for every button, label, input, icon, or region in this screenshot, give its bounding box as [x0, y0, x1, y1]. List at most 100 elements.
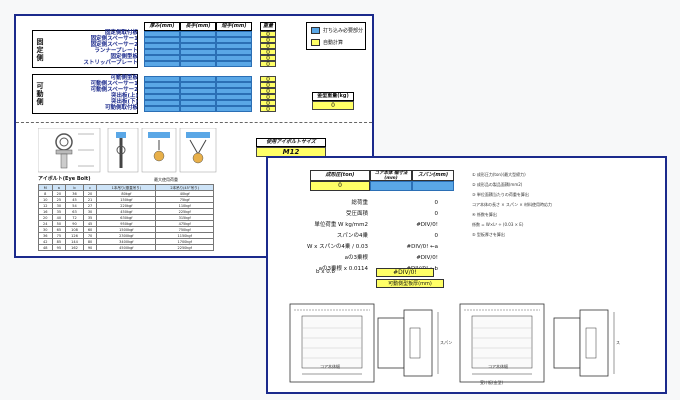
bolt-table-cell: 95	[51, 244, 67, 251]
formula-note: 係数 = W×L⁴ ÷ (0.03 × E)	[472, 222, 524, 227]
header-weight: 重量(kg)	[260, 22, 276, 36]
fixed-input-cell[interactable]	[144, 37, 180, 43]
auto-swatch	[311, 39, 320, 46]
fixed-input-cell[interactable]	[144, 43, 180, 49]
calc-row-label: スパンの4乗	[336, 233, 368, 239]
fixed-input-cell[interactable]	[216, 61, 252, 67]
movable-input-cell[interactable]	[180, 94, 216, 100]
calc-row-label: W x スパンの4乗 / 0.03	[306, 244, 368, 250]
movable-input-cell[interactable]	[144, 94, 180, 100]
fixed-input-cell[interactable]	[144, 49, 180, 55]
calc-row-value: 0	[434, 200, 439, 206]
header-pressure: 成形圧(ton)	[310, 170, 370, 181]
fixed-input-cell[interactable]	[216, 43, 252, 49]
fixed-input-cell[interactable]	[180, 61, 216, 67]
calc-row-value: #DIV/0!	[416, 222, 438, 228]
movable-input-cell[interactable]	[180, 106, 216, 112]
movable-input-cell[interactable]	[144, 100, 180, 106]
fixed-input-cell[interactable]	[216, 55, 252, 61]
movable-weight-cell: 0	[260, 82, 276, 89]
formula-note: ⑤ 型板厚さを算出	[472, 232, 505, 237]
movable-input-cell[interactable]	[144, 76, 180, 82]
calc-row-value: #DIV/0! ←a	[406, 244, 438, 250]
movable-row-label: 可動側スペーサー2	[90, 87, 138, 93]
bolt-table-title: アイボルト(Eye Bolt)	[38, 176, 91, 182]
header-core-width: コア本体 幅寸法(mm)	[370, 170, 412, 181]
calc-row-label: aの3乗根 x 0.0114	[318, 266, 368, 272]
header-thickness: 厚み(mm)	[144, 22, 180, 31]
formula-note: ④ 係数を算出	[472, 212, 497, 217]
movable-input-cell[interactable]	[144, 88, 180, 94]
calc-row-value: 0	[434, 233, 439, 239]
movable-input-cell[interactable]	[216, 76, 252, 82]
fixed-input-cell[interactable]	[144, 31, 180, 37]
bolt-table-cell: 48	[38, 244, 53, 251]
section-divider	[16, 122, 372, 123]
fixed-row-label: 固定側スペーサー2	[90, 42, 138, 48]
movable-input-cell[interactable]	[180, 88, 216, 94]
fixed-input-cell[interactable]	[216, 31, 252, 37]
input-swatch	[311, 27, 320, 34]
calc-row-label: b x 0.8	[316, 269, 335, 275]
fixed-input-cell[interactable]	[180, 49, 216, 55]
result-value-box: #DIV/0!	[376, 268, 434, 277]
movable-input-cell[interactable]	[216, 88, 252, 94]
formula-note: コア本体の長さ × スパン × 材料使用時応力	[472, 202, 552, 207]
legend-input-label: 打ち込み必要部分	[323, 28, 364, 34]
core-width-label-2: コア本体幅	[488, 364, 508, 369]
fixed-row-label: ストリッパープレート	[83, 60, 138, 66]
total-weight-value: 0	[312, 101, 354, 110]
fixed-weight-cell: 0	[260, 55, 276, 62]
fixed-input-cell[interactable]	[180, 37, 216, 43]
movable-weight-cell: 0	[260, 88, 276, 95]
weight-calc-sheet: 厚み(mm) 長手(mm) 短手(mm) 重量(kg) 固定側 固定側取付板0固…	[14, 14, 374, 258]
calc-row-value: #DIV/0!	[416, 255, 438, 261]
fixed-input-cell[interactable]	[180, 31, 216, 37]
calc-row-label: aの3乗根	[344, 255, 368, 261]
fixed-input-cell[interactable]	[216, 49, 252, 55]
eyebolt-size-label: 使用アイボルトサイズ	[256, 138, 326, 147]
total-weight-label: 金型重量(kg)	[312, 92, 354, 101]
movable-row-label: 可動側型板	[110, 75, 138, 81]
result-label-box: 可動側型板厚(mm)	[376, 279, 444, 288]
calc-row-label: 単位荷重 W kg/mm2	[314, 222, 368, 228]
core-width-input[interactable]	[370, 181, 412, 191]
fixed-input-cell[interactable]	[216, 37, 252, 43]
movable-input-cell[interactable]	[144, 82, 180, 88]
bolt-table-cell: 162	[65, 244, 84, 251]
movable-input-cell[interactable]	[144, 106, 180, 112]
span-label: スパン	[440, 340, 453, 345]
movable-input-cell[interactable]	[180, 82, 216, 88]
fixed-row-label: 固定側スペーサー1	[90, 36, 138, 42]
movable-input-cell[interactable]	[216, 100, 252, 106]
formula-note: ② 成形品の製品面積(mm2)	[472, 182, 523, 187]
bolt-table-subtitle: 最大使用荷重	[154, 177, 178, 182]
fixed-input-cell[interactable]	[144, 61, 180, 67]
formula-note: ③ 単位面積当たりの荷重を算出	[472, 192, 529, 197]
movable-weight-cell: 0	[260, 100, 276, 107]
movable-input-cell[interactable]	[216, 82, 252, 88]
movable-side-title: 可動側	[36, 82, 44, 106]
fixed-input-cell[interactable]	[144, 55, 180, 61]
movable-input-cell[interactable]	[180, 76, 216, 82]
movable-row-label: 突出板(下)	[110, 99, 138, 105]
span-input[interactable]	[412, 181, 454, 191]
movable-input-cell[interactable]	[216, 106, 252, 112]
movable-input-cell[interactable]	[216, 94, 252, 100]
fixed-input-cell[interactable]	[180, 55, 216, 61]
fixed-row-label: 固定側取付板	[104, 30, 138, 36]
formula-note: ① 成形圧力(ton)(最大型締力)	[472, 172, 526, 177]
fixed-weight-cell: 0	[260, 37, 276, 44]
movable-input-cell[interactable]	[180, 100, 216, 106]
fixed-input-cell[interactable]	[180, 43, 216, 49]
fixed-row-label: 固定側型板	[110, 54, 138, 60]
header-length: 長手(mm)	[180, 22, 216, 31]
fixed-weight-cell: 0	[260, 49, 276, 56]
calc-row-label: 総荷重	[351, 200, 368, 206]
